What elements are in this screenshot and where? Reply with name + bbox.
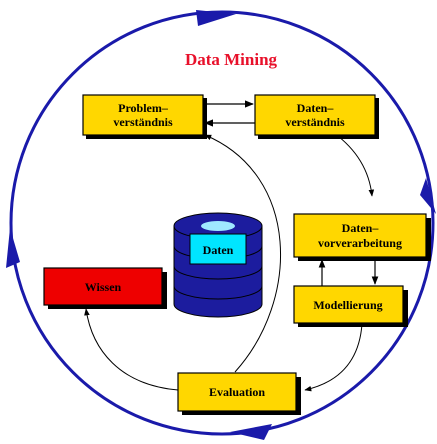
evaluation-label: Evaluation <box>209 385 265 399</box>
cycle-arrowhead-right <box>420 178 436 214</box>
box-datenvorverarbeitung <box>293 213 427 258</box>
cycle-arrowhead-top <box>196 10 236 26</box>
modellierung-label: Modellierung <box>313 298 382 312</box>
box-evaluation <box>177 372 297 412</box>
arrow-datenverstaendnis-to-vorverarbeitung <box>333 132 375 197</box>
vorverarbeitung-label-line1: Daten– <box>342 221 380 235</box>
database-label: Daten <box>203 243 234 257</box>
problem-label-line2: verständnis <box>113 115 173 129</box>
arrow-evaluation-to-problem <box>204 134 281 373</box>
box-problemverstaendnis <box>82 94 204 136</box>
vorverarbeitung-label-line2: vorverarbeitung <box>318 236 402 250</box>
database-icon <box>173 212 263 318</box>
cycle-arrowhead-left <box>6 228 20 268</box>
database-label-bg <box>189 233 247 265</box>
datenverst-label-line1: Daten– <box>297 101 335 115</box>
process-cycle-circle <box>9 10 435 436</box>
diagram-title: Data Mining <box>185 50 278 69</box>
wissen-label: Wissen <box>85 280 122 294</box>
arrow-modellierung-to-evaluation <box>304 323 363 392</box>
box-datenverstaendnis <box>254 94 376 136</box>
box-wissen <box>43 267 163 306</box>
problem-label-line1: Problem– <box>118 101 169 115</box>
cycle-arrowhead-bottom <box>230 424 272 440</box>
datenverst-label-line2: verständnis <box>285 115 345 129</box>
arrow-evaluation-to-wissen <box>84 308 179 391</box>
box-modellierung <box>293 285 404 324</box>
